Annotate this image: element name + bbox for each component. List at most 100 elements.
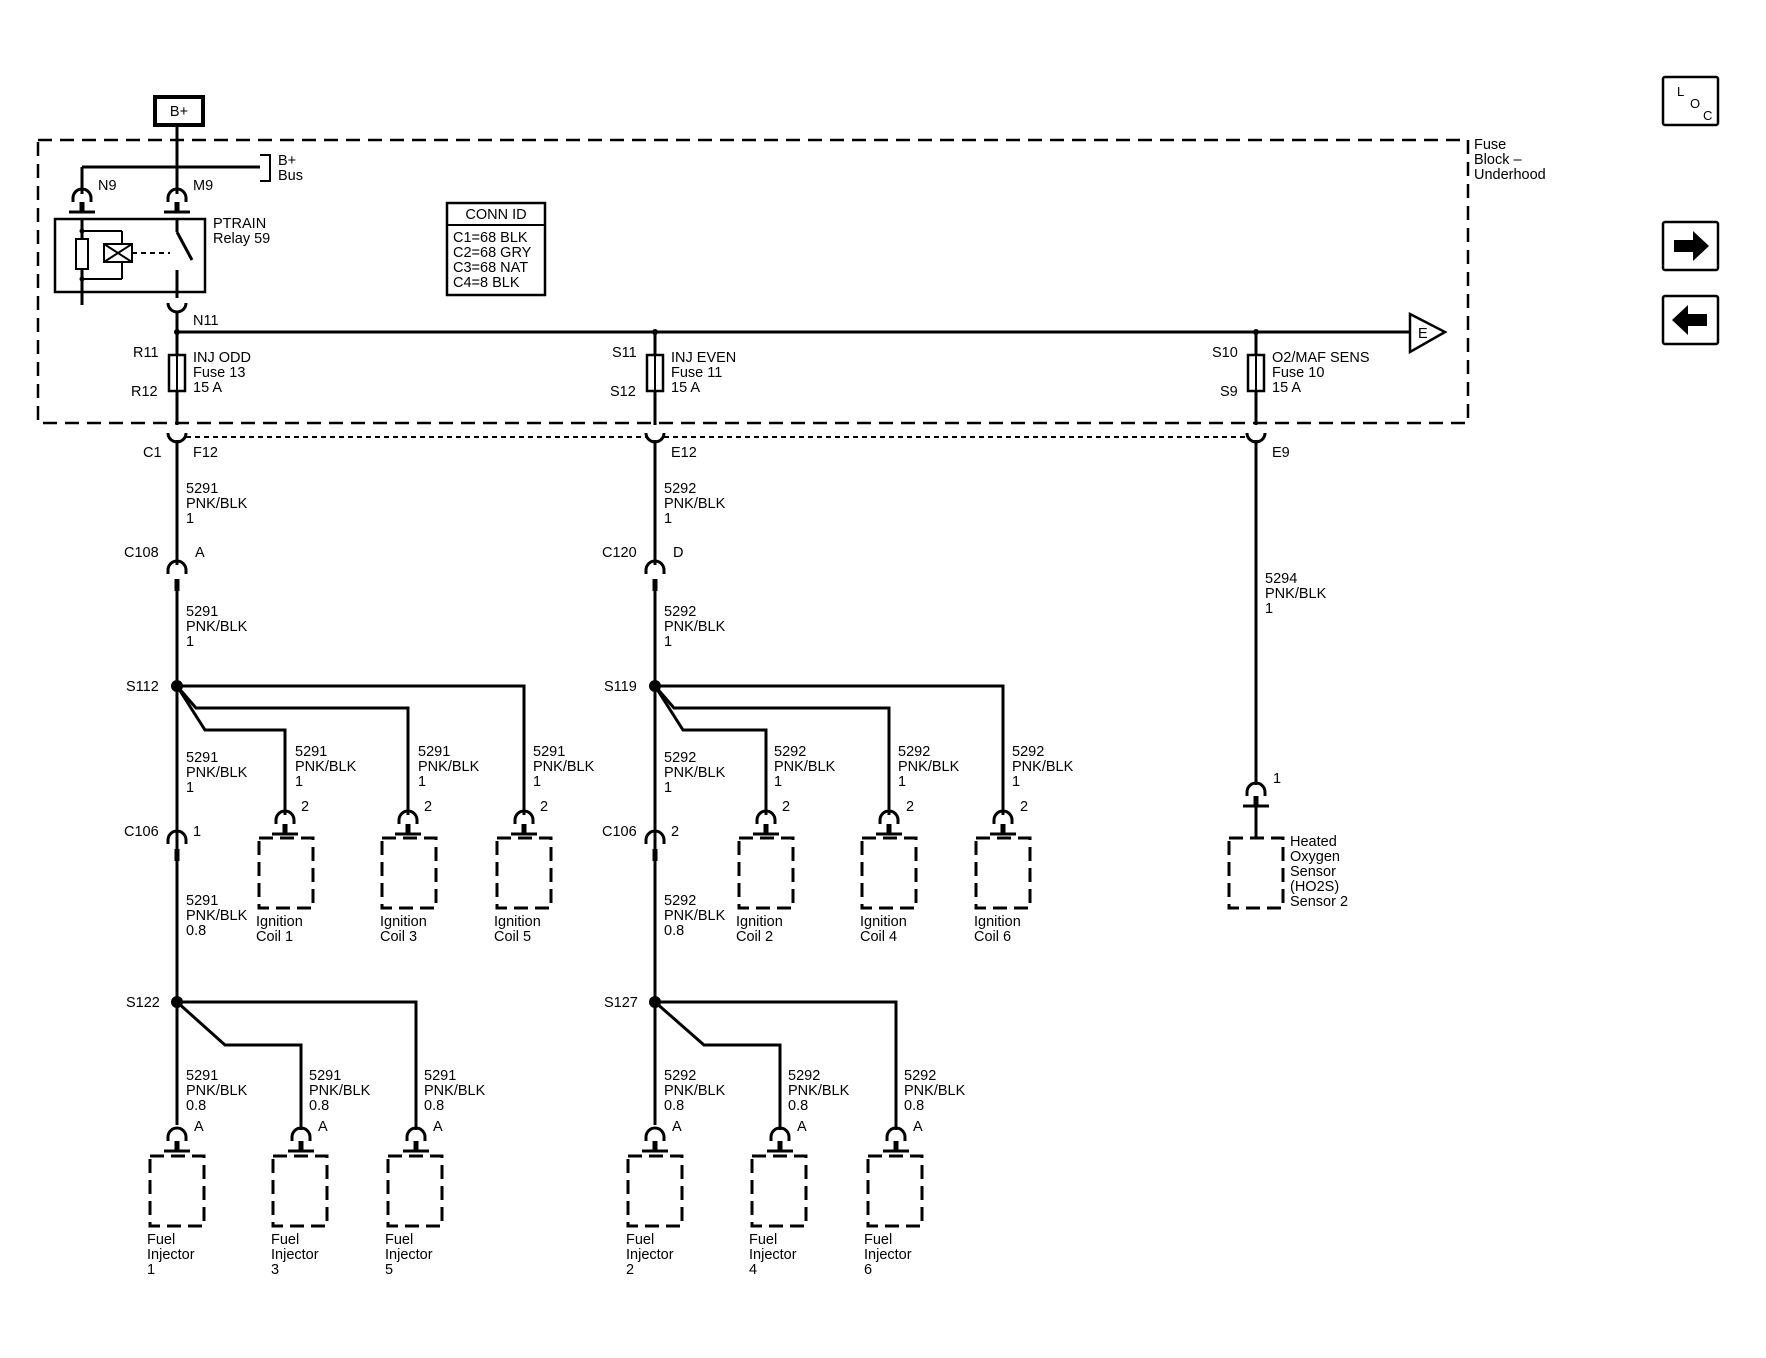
svg-text:2: 2 [540, 799, 548, 815]
svg-text:Ignition: Ignition [256, 914, 303, 930]
loc-button[interactable]: L O C [1661, 75, 1720, 127]
svg-text:PNK/BLK: PNK/BLK [774, 759, 836, 775]
svg-text:1: 1 [1012, 774, 1020, 790]
relay-box [53, 217, 207, 294]
svg-text:PNK/BLK: PNK/BLK [664, 1083, 726, 1099]
fuse13-rating: 15 A [193, 380, 222, 396]
fuse-block-boundary [36, 138, 1470, 425]
fuse10-pin-bot: S9 [1220, 384, 1238, 400]
offpage-arrow-e [1408, 311, 1448, 355]
svg-text:PNK/BLK: PNK/BLK [424, 1083, 486, 1099]
fuse13-name: INJ ODD [193, 350, 251, 366]
svg-text:Coil 5: Coil 5 [494, 929, 531, 945]
svg-text:0.8: 0.8 [309, 1098, 329, 1114]
svg-text:5: 5 [385, 1262, 393, 1278]
conn-id-row: C3=68 NAT [453, 260, 528, 276]
ignition-coil-2: 5292 PNK/BLK 1 2 Ignition Coil 2 [736, 744, 836, 945]
svg-text:5291: 5291 [533, 744, 565, 760]
svg-text:Ignition: Ignition [494, 914, 541, 930]
fuse10-rating: 15 A [1272, 380, 1301, 396]
svg-text:Fuel: Fuel [271, 1232, 299, 1248]
svg-text:1: 1 [664, 780, 672, 796]
wire-circuit: 5291 [186, 604, 218, 620]
svg-text:PNK/BLK: PNK/BLK [186, 1083, 248, 1099]
svg-text:PNK/BLK: PNK/BLK [664, 619, 726, 635]
svg-text:5291: 5291 [418, 744, 450, 760]
conn-id-title: CONN ID [465, 207, 526, 223]
svg-text:5292: 5292 [664, 1068, 696, 1084]
prev-page-button[interactable] [1661, 294, 1720, 346]
fuel-injector-3: 5291 PNK/BLK 0.8 A Fuel Injector 3 [271, 1068, 371, 1278]
bus-label-1: B+ [278, 153, 296, 169]
fuel-injector-2: 5292 PNK/BLK 0.8 A Fuel Injector 2 [626, 1068, 726, 1278]
svg-text:0.8: 0.8 [424, 1098, 444, 1114]
svg-text:PNK/BLK: PNK/BLK [295, 759, 357, 775]
fuel-injector-1: 5291 PNK/BLK 0.8 A Fuel Injector 1 [147, 1068, 248, 1278]
conn-id-row: C1=68 BLK [453, 230, 528, 246]
next-page-button[interactable] [1661, 220, 1720, 272]
conn-id-box [445, 201, 547, 297]
svg-text:5292: 5292 [664, 893, 696, 909]
svg-text:5291: 5291 [295, 744, 327, 760]
svg-text:PNK/BLK: PNK/BLK [309, 1083, 371, 1099]
c1-label: C1 [143, 445, 162, 461]
svg-text:D: D [673, 545, 683, 561]
svg-text:PNK/BLK: PNK/BLK [664, 496, 726, 512]
svg-text:0.8: 0.8 [664, 1098, 684, 1114]
svg-text:Fuel: Fuel [626, 1232, 654, 1248]
svg-text:Injector: Injector [864, 1247, 912, 1263]
svg-text:A: A [194, 1119, 204, 1135]
svg-text:Injector: Injector [626, 1247, 674, 1263]
svg-text:4: 4 [749, 1262, 757, 1278]
wire-gauge: 1 [186, 511, 194, 527]
svg-text:Ignition: Ignition [736, 914, 783, 930]
svg-text:O: O [1690, 96, 1700, 111]
svg-text:Coil 3: Coil 3 [380, 929, 417, 945]
svg-text:2: 2 [1020, 799, 1028, 815]
svg-text:5292: 5292 [664, 750, 696, 766]
fuse11-id: Fuse 11 [671, 365, 722, 381]
wire-color: PNK/BLK [186, 765, 248, 781]
fuel-injector-5: 5291 PNK/BLK 0.8 A Fuel Injector 5 [385, 1068, 486, 1278]
arrow-right-icon [1674, 231, 1709, 261]
svg-text:Sensor: Sensor [1290, 864, 1336, 880]
svg-text:5292: 5292 [664, 481, 696, 497]
e9-pin: E9 [1272, 445, 1290, 461]
svg-text:5291: 5291 [309, 1068, 341, 1084]
battery-supply-label: B+ [170, 104, 188, 120]
ignition-coil-1: 5291 PNK/BLK 1 2 Ignition Coil 1 [256, 744, 357, 945]
fuel-injector-6: 5292 PNK/BLK 0.8 A Fuel Injector 6 [864, 1068, 966, 1278]
svg-text:1: 1 [1273, 771, 1281, 787]
svg-text:C: C [1703, 108, 1712, 123]
ho2s-sensor-2 [1227, 836, 1285, 910]
battery-supply-box [153, 95, 205, 127]
svg-text:Heated: Heated [1290, 834, 1337, 850]
bus-label-2: Bus [278, 168, 303, 184]
fuse-block-label-3: Underhood [1474, 167, 1546, 183]
svg-text:5292: 5292 [904, 1068, 936, 1084]
fuel-injector-4: 5292 PNK/BLK 0.8 A Fuel Injector 4 [749, 1068, 850, 1278]
svg-text:Ignition: Ignition [974, 914, 1021, 930]
svg-text:0.8: 0.8 [788, 1098, 808, 1114]
svg-text:5292: 5292 [788, 1068, 820, 1084]
svg-text:Injector: Injector [147, 1247, 195, 1263]
svg-text:A: A [672, 1119, 682, 1135]
svg-text:5291: 5291 [186, 1068, 218, 1084]
svg-text:1: 1 [147, 1262, 155, 1278]
svg-text:C106: C106 [602, 824, 637, 840]
svg-text:A: A [433, 1119, 443, 1135]
svg-text:Injector: Injector [385, 1247, 433, 1263]
fuse10-id: Fuse 10 [1272, 365, 1324, 381]
svg-text:5292: 5292 [664, 604, 696, 620]
wire-gauge: 1 [186, 780, 194, 796]
svg-text:PNK/BLK: PNK/BLK [898, 759, 960, 775]
svg-text:0.8: 0.8 [186, 1098, 206, 1114]
svg-text:Injector: Injector [749, 1247, 797, 1263]
fuse11-pin-top: S11 [612, 345, 637, 361]
relay-name-1: PTRAIN [213, 216, 266, 232]
ignition-coil-5: 5291 PNK/BLK 1 2 Ignition Coil 5 [494, 744, 595, 945]
svg-text:1: 1 [898, 774, 906, 790]
connector-pin: A [195, 545, 205, 561]
e12-pin: E12 [671, 445, 697, 461]
